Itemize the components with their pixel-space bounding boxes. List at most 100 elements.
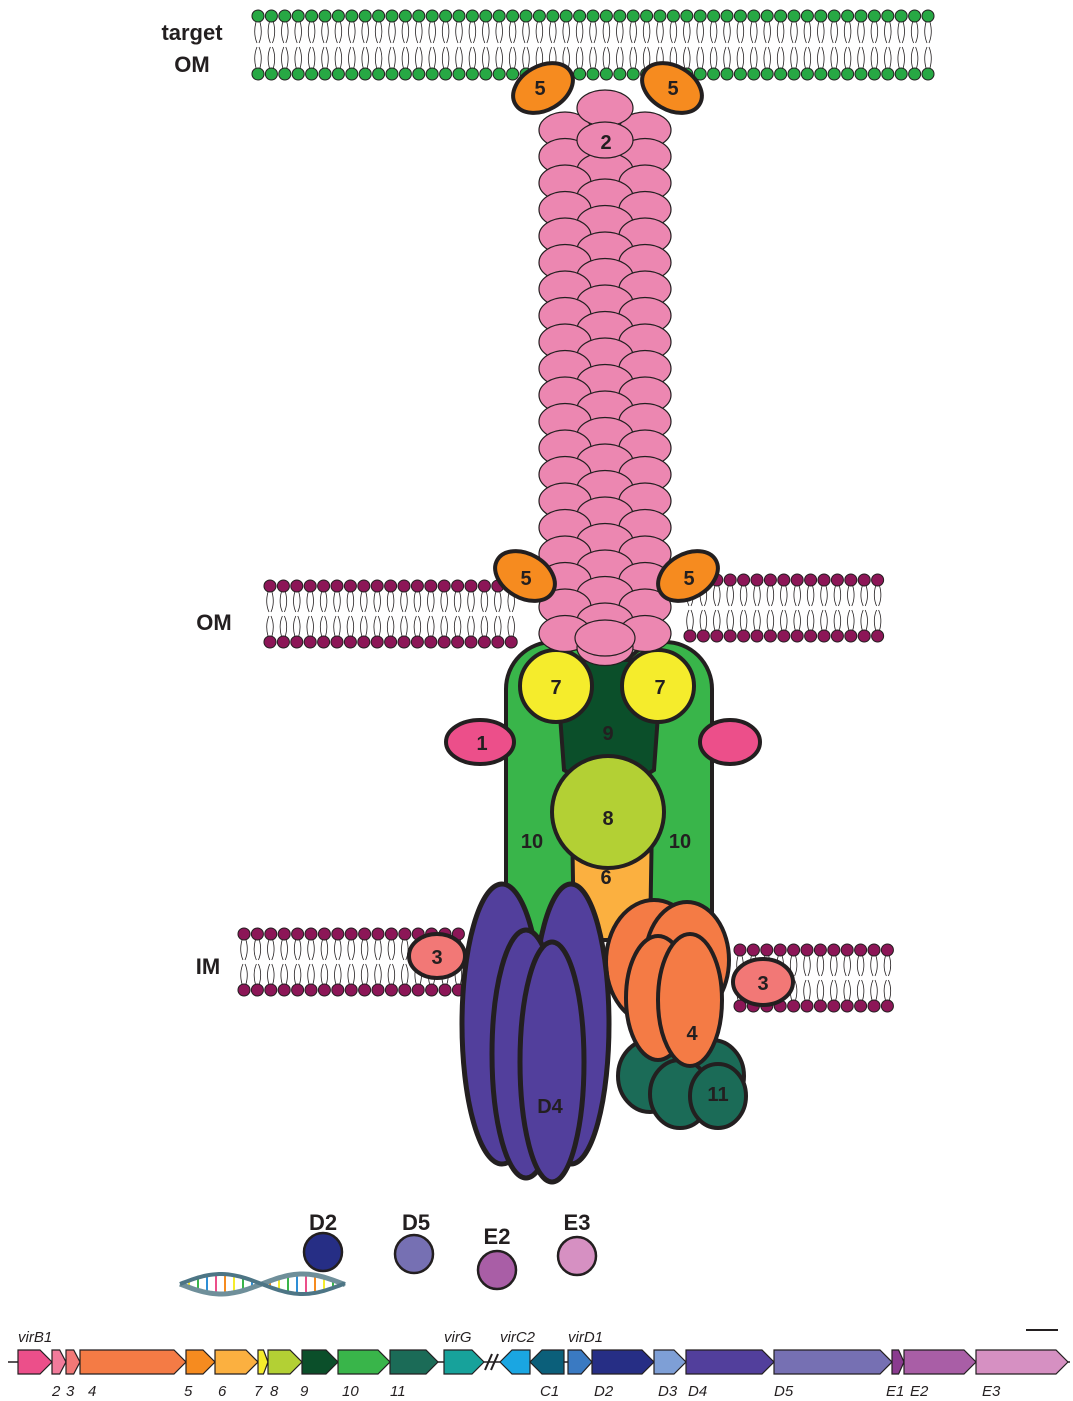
- gene-label-5: 5: [184, 1383, 193, 1400]
- lipid-tail: [550, 22, 557, 43]
- lipid-head: [778, 630, 790, 642]
- lipid-head: [346, 68, 358, 80]
- lipid-tail: [697, 22, 704, 43]
- lipid-tail: [818, 22, 825, 43]
- lipid-tail: [777, 47, 784, 68]
- lipid-head: [748, 68, 760, 80]
- gene-label-d2: D2: [594, 1383, 614, 1400]
- lipid-head: [684, 630, 696, 642]
- lipid-head: [882, 68, 894, 80]
- lipid-head: [801, 944, 813, 956]
- lipid-head: [801, 1000, 813, 1012]
- lipid-head: [413, 68, 425, 80]
- lipid-head: [480, 68, 492, 80]
- lipid-tail: [857, 956, 864, 976]
- lipid-tail: [483, 47, 490, 68]
- lipid-tail: [348, 940, 355, 960]
- lipid-head: [318, 580, 330, 592]
- lipid-head: [761, 68, 773, 80]
- lipid-tail: [375, 22, 382, 43]
- lipid-tail: [402, 47, 409, 68]
- lipid-tail: [294, 616, 301, 636]
- gene-label-3: 3: [66, 1383, 75, 1400]
- lipid-head: [828, 944, 840, 956]
- lipid-tail: [740, 610, 747, 630]
- lipid-head: [465, 636, 477, 648]
- lipid-tail: [402, 964, 409, 984]
- lipid-tail: [280, 616, 287, 636]
- lipid-tail: [861, 586, 868, 606]
- lipid-tail: [834, 586, 841, 606]
- lipid-tail: [858, 22, 865, 43]
- lipid-tail: [481, 592, 488, 612]
- lipid-tail: [751, 47, 758, 68]
- lipid-tail: [781, 586, 788, 606]
- lipid-tail: [710, 47, 717, 68]
- lipid-tail: [416, 47, 423, 68]
- virb10-label-left: 10: [521, 831, 543, 853]
- lipid-head: [791, 630, 803, 642]
- lipid-tail: [630, 47, 637, 68]
- virg-gene-arrow: [444, 1350, 484, 1374]
- virb11-label: 11: [707, 1084, 728, 1106]
- virb5-label-om-right: 5: [683, 568, 694, 590]
- lipid-tail: [791, 47, 798, 68]
- virb9-label: 9: [602, 723, 613, 745]
- lipid-tail: [321, 964, 328, 984]
- lipid-head: [385, 580, 397, 592]
- lipid-head: [318, 928, 330, 940]
- lipid-tail: [495, 592, 502, 612]
- lipid-head: [292, 984, 304, 996]
- lipid-head: [681, 10, 693, 22]
- lipid-tail: [834, 610, 841, 630]
- lipid-head: [305, 984, 317, 996]
- virb2-label: 2: [600, 132, 611, 154]
- gene-label-11: 11: [390, 1383, 406, 1400]
- lipid-head: [708, 68, 720, 80]
- lipid-head: [734, 68, 746, 80]
- lipid-head: [831, 630, 843, 642]
- lipid-tail: [294, 592, 301, 612]
- lipid-head: [574, 68, 586, 80]
- lipid-head: [319, 68, 331, 80]
- lipid-head: [641, 10, 653, 22]
- lipid-tail: [617, 22, 624, 43]
- lipid-tail: [295, 22, 302, 43]
- virb2-subunit: [577, 90, 633, 126]
- lipid-head: [627, 10, 639, 22]
- lipid-head: [751, 574, 763, 586]
- virb1-right: [700, 720, 760, 764]
- lipid-tail: [523, 47, 530, 68]
- lipid-head: [560, 10, 572, 22]
- lipid-head: [734, 10, 746, 22]
- e3-substrate: [558, 1237, 596, 1275]
- gene-label-2: 2: [51, 1383, 61, 1400]
- lipid-tail: [714, 586, 721, 606]
- lipid-tail: [911, 47, 918, 68]
- lipid-head: [319, 10, 331, 22]
- im-label: IM: [196, 954, 220, 979]
- lipid-head: [438, 636, 450, 648]
- lipid-tail: [401, 592, 408, 612]
- vir-gene-map: [8, 1330, 1070, 1374]
- lipid-head: [868, 10, 880, 22]
- lipid-head: [614, 68, 626, 80]
- gene-label-virc2: virC2: [500, 1329, 536, 1346]
- lipid-head: [385, 928, 397, 940]
- lipid-head: [344, 636, 356, 648]
- lipid-tail: [280, 592, 287, 612]
- lipid-head: [346, 10, 358, 22]
- lipid-tail: [335, 964, 342, 984]
- lipid-head: [845, 630, 857, 642]
- virb11-gene-arrow: [390, 1350, 438, 1374]
- lipid-head: [788, 10, 800, 22]
- lipid-head: [761, 944, 773, 956]
- gene-label-e1: E1: [886, 1383, 904, 1400]
- lipid-tail: [268, 22, 275, 43]
- virb10-label-right: 10: [669, 831, 691, 853]
- lipid-head: [466, 10, 478, 22]
- lipid-tail: [724, 47, 731, 68]
- lipid-tail: [374, 592, 381, 612]
- lipid-tail: [844, 47, 851, 68]
- lipid-head: [359, 984, 371, 996]
